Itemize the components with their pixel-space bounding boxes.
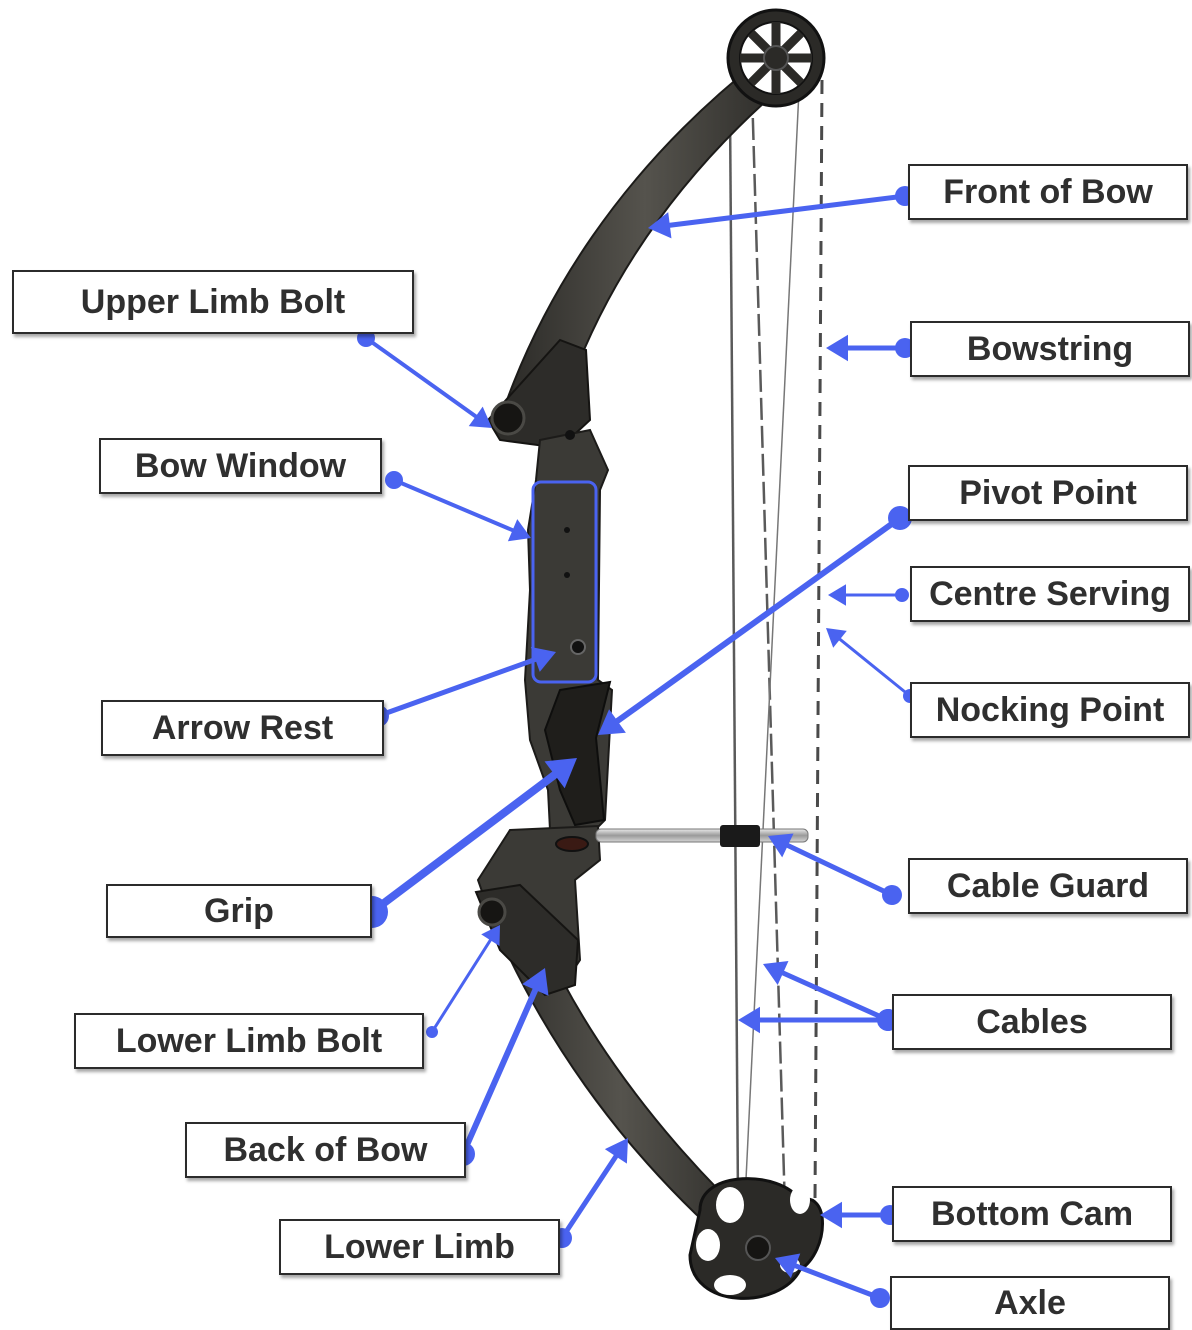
leader-arrow-cable-guard [768,834,902,905]
label-bottom-cam: Bottom Cam [892,1186,1172,1242]
leader-arrow-nocking-point [826,628,917,703]
label-text: Bottom Cam [931,1195,1133,1234]
arrow-rest-hole [571,640,585,654]
label-grip: Grip [106,884,372,938]
leader-arrow-lower-limb [552,1138,628,1248]
leader-arrow-bowstring [826,335,915,361]
cable-line-a [730,110,738,1200]
leader-arrow-bottom-cam [820,1202,900,1228]
label-pivot-point: Pivot Point [908,465,1188,521]
cable-line-c [745,70,800,1200]
label-front-of-bow: Front of Bow [908,164,1188,220]
label-text: Back of Bow [223,1131,427,1170]
label-text: Pivot Point [959,474,1137,513]
label-cable-guard: Cable Guard [908,858,1188,914]
leader-arrow-front-of-bow [648,186,915,238]
label-text: Lower Limb Bolt [116,1022,382,1061]
label-bow-window: Bow Window [99,438,382,494]
label-lower-limb-bolt: Lower Limb Bolt [74,1013,424,1069]
upper-limb-bolt-head [492,402,524,434]
window-hole [564,572,570,578]
leader-arrow-pivot-point [598,506,912,735]
label-arrow-rest: Arrow Rest [101,700,384,756]
label-text: Front of Bow [943,173,1153,212]
label-cables: Cables [892,994,1172,1050]
label-upper-limb-bolt: Upper Limb Bolt [12,270,414,334]
riser-cutout [556,837,588,851]
label-centre-serving: Centre Serving [910,566,1190,622]
window-hole [564,527,570,533]
label-text: Cable Guard [947,867,1149,906]
leader-arrow-cables-b [738,1007,899,1033]
lower-limb-bolt-head [479,899,505,925]
label-text: Axle [994,1284,1066,1323]
cable-guard-slide [720,825,760,847]
cable-line-b [752,90,785,1210]
upper-cam-icon [728,10,824,106]
label-text: Arrow Rest [152,709,333,748]
label-text: Nocking Point [936,691,1165,730]
bowstring-line [815,80,822,1200]
label-text: Bowstring [967,330,1133,369]
riser-hole [565,430,575,440]
label-text: Upper Limb Bolt [81,283,345,322]
label-text: Cables [976,1003,1088,1042]
label-axle: Axle [890,1276,1170,1330]
leader-arrow-centre-serving [828,584,909,606]
label-text: Centre Serving [929,575,1171,614]
label-back-of-bow: Back of Bow [185,1122,466,1178]
leader-arrow-upper-limb-bolt [357,329,492,428]
label-text: Lower Limb [324,1228,515,1267]
leader-arrow-bow-window [385,471,531,541]
label-nocking-point: Nocking Point [910,682,1190,738]
label-lower-limb: Lower Limb [279,1219,560,1275]
label-text: Bow Window [135,447,346,486]
bottom-cam-icon [690,1179,823,1299]
leader-arrow-lower-limb-bolt [426,925,500,1038]
label-bowstring: Bowstring [910,321,1190,377]
label-text: Grip [204,892,274,931]
